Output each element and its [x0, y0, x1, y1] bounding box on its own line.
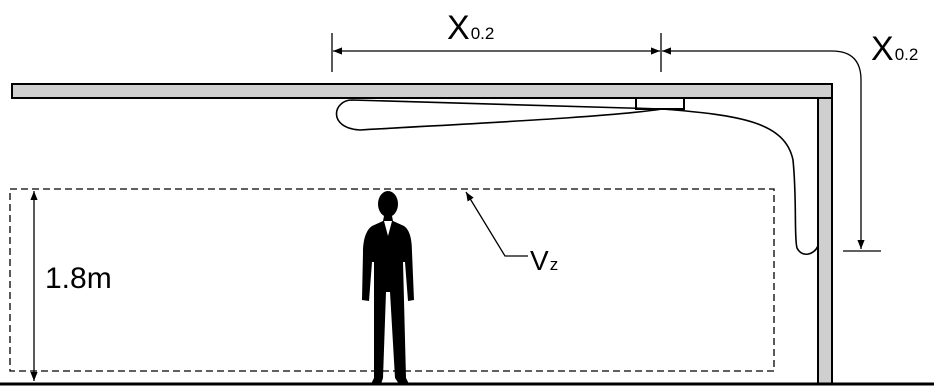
person-head — [378, 191, 398, 217]
wall-slab — [817, 97, 833, 385]
velocity-label: Vz — [530, 245, 558, 276]
ceiling-slab — [11, 83, 833, 99]
air-jet — [335, 97, 819, 255]
velocity-callout: Vz — [465, 191, 558, 276]
throw-label-top: X0.2 — [447, 9, 494, 47]
throw-dimension-top: X0.2 — [331, 9, 662, 72]
height-dimension: 1.8m — [30, 191, 112, 381]
ceiling-diffuser-icon — [635, 97, 685, 110]
height-label: 1.8m — [45, 262, 112, 295]
throw-dimension-side: X0.2 — [662, 30, 918, 252]
dimension-arrow-side — [662, 47, 865, 249]
person-body — [362, 216, 414, 384]
throw-label-side: X0.2 — [871, 30, 918, 68]
person-silhouette-icon — [362, 191, 414, 384]
velocity-leader — [465, 191, 528, 257]
jet-envelope — [335, 99, 819, 255]
person-shirt — [384, 221, 392, 236]
building-section — [0, 83, 934, 386]
